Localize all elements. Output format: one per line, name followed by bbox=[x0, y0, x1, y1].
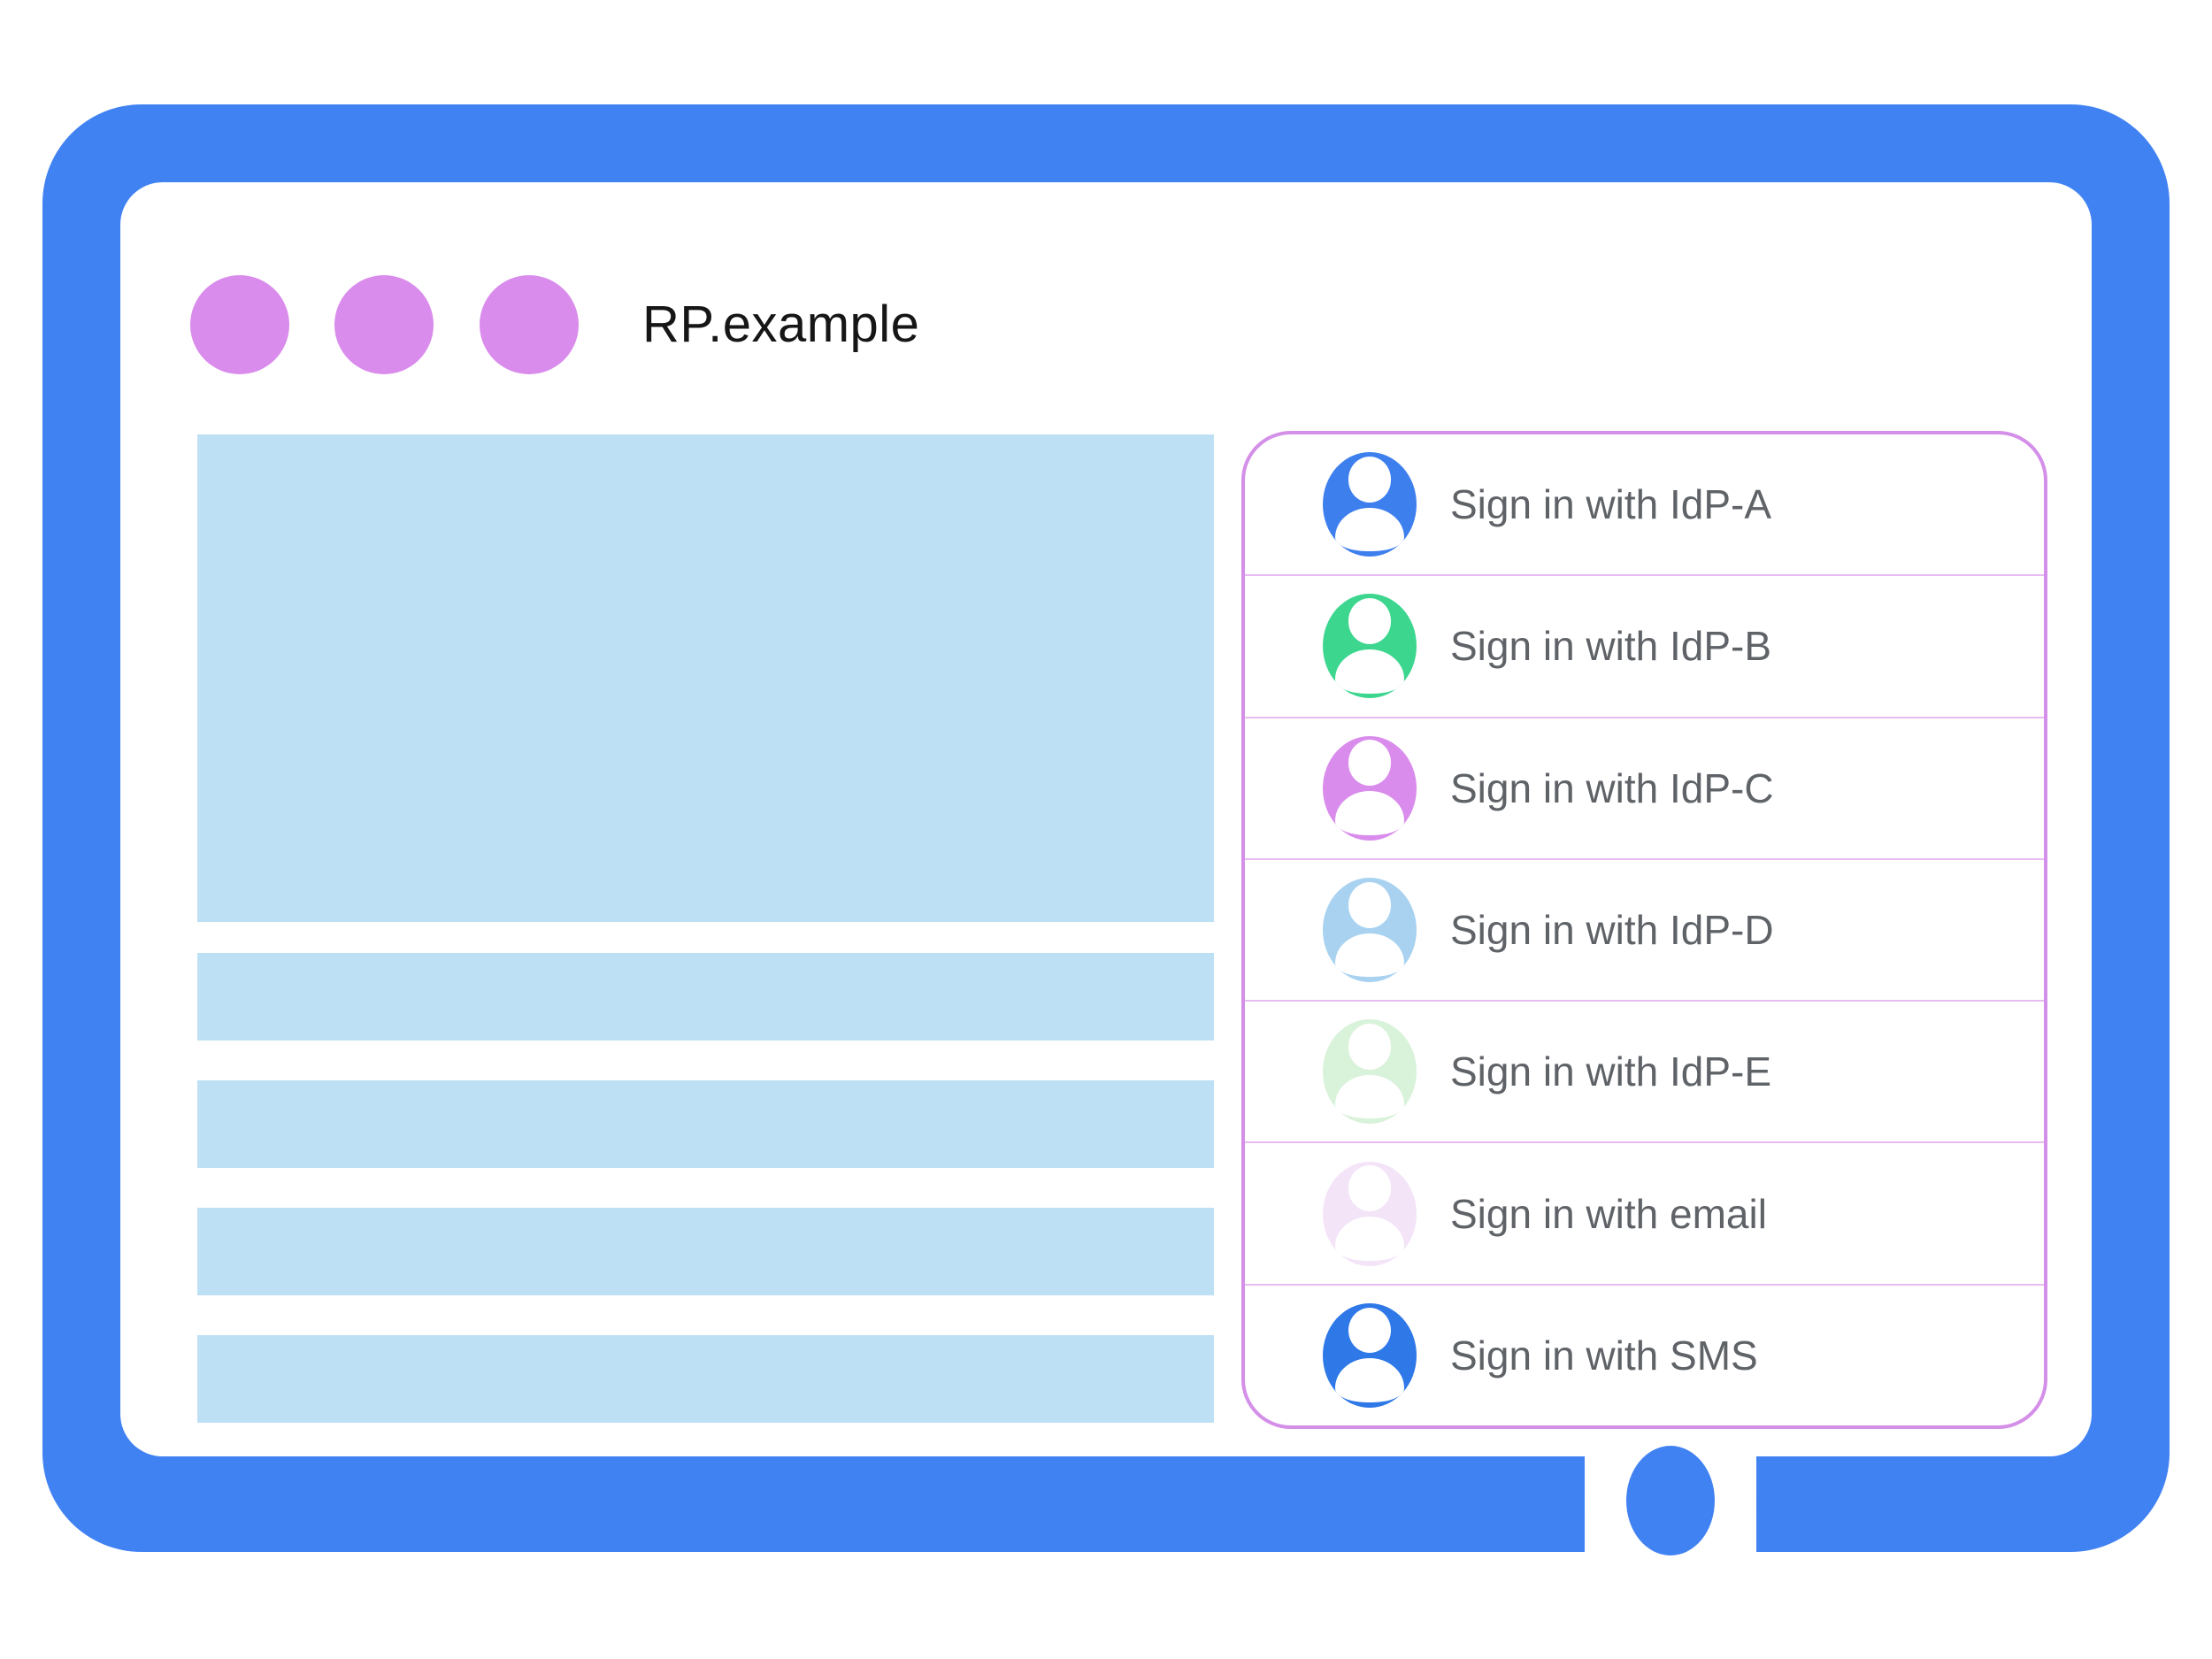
home-button bbox=[1626, 1446, 1715, 1555]
signin-option-idp-a[interactable]: Sign in with IdP-A bbox=[1245, 434, 2044, 574]
content-placeholder-bar bbox=[197, 953, 1214, 1041]
content-placeholder-hero bbox=[197, 434, 1214, 922]
person-avatar-icon bbox=[1323, 735, 1417, 841]
signin-option-label: Sign in with IdP-E bbox=[1450, 1048, 1772, 1095]
person-avatar-icon bbox=[1323, 1161, 1417, 1266]
content-placeholder-bar bbox=[197, 1080, 1214, 1168]
signin-option-email[interactable]: Sign in with email bbox=[1245, 1141, 2044, 1283]
content-placeholder-bar bbox=[197, 1335, 1214, 1423]
signin-option-label: Sign in with IdP-B bbox=[1450, 623, 1772, 670]
signin-option-idp-c[interactable]: Sign in with IdP-C bbox=[1245, 716, 2044, 858]
signin-option-sms[interactable]: Sign in with SMS bbox=[1245, 1283, 2044, 1425]
person-avatar-icon bbox=[1323, 594, 1417, 699]
signin-option-label: Sign in with email bbox=[1450, 1190, 1767, 1237]
signin-option-label: Sign in with SMS bbox=[1450, 1332, 1758, 1379]
person-avatar-icon bbox=[1323, 1019, 1417, 1125]
signin-option-idp-e[interactable]: Sign in with IdP-E bbox=[1245, 1000, 2044, 1141]
frame-bottom-bar-left-cap bbox=[1503, 1456, 1585, 1552]
signin-option-idp-d[interactable]: Sign in with IdP-D bbox=[1245, 857, 2044, 1000]
signin-option-label: Sign in with IdP-A bbox=[1450, 481, 1772, 528]
person-avatar-icon bbox=[1323, 877, 1417, 982]
signin-option-label: Sign in with IdP-D bbox=[1450, 906, 1774, 953]
frame-bottom-bar-right-cap bbox=[1756, 1456, 1838, 1552]
person-avatar-icon bbox=[1323, 452, 1417, 557]
signin-options-panel: Sign in with IdP-A Sign in with IdP-B Si… bbox=[1241, 431, 2047, 1429]
window-dot-icon bbox=[334, 275, 434, 374]
signin-option-label: Sign in with IdP-C bbox=[1450, 764, 1774, 811]
page-title: RP.example bbox=[642, 296, 920, 353]
person-avatar-icon bbox=[1323, 1302, 1417, 1408]
window-dot-icon bbox=[190, 275, 289, 374]
content-placeholder-bar bbox=[197, 1208, 1214, 1295]
window-dot-icon bbox=[480, 275, 579, 374]
signin-option-idp-b[interactable]: Sign in with IdP-B bbox=[1245, 574, 2044, 716]
